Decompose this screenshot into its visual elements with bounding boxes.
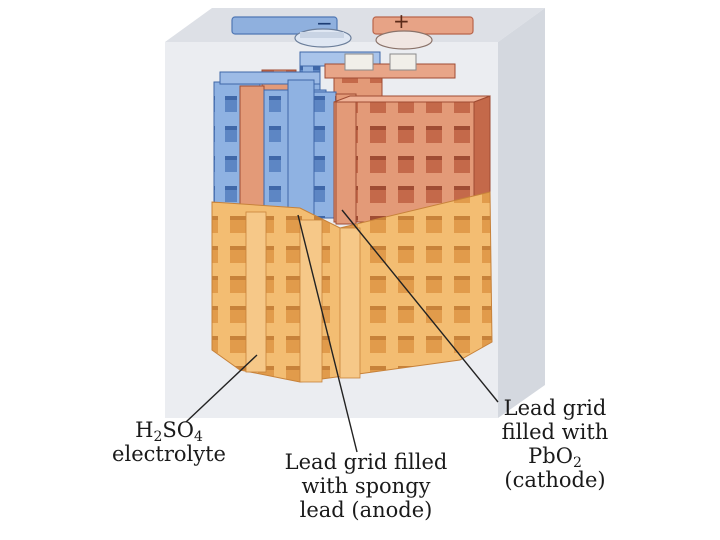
electrolyte-label: H2SO4 electrolyte [108,418,230,466]
anode-label: Lead grid filled with spongy lead (anode… [276,450,456,522]
negative-terminal [231,16,352,48]
plate-stack [213,51,491,225]
electrolyte-region [211,191,493,383]
electrolyte-leader-line [185,354,258,423]
electrolyte-text: electrolyte [112,442,226,466]
positive-terminal-sign: + [393,9,410,33]
negative-terminal-sign: − [316,11,333,35]
cathode-leader-line [341,209,499,403]
cathode-label: Lead grid filled with PbO2 (cathode) [490,396,620,492]
cathode-line-1: Lead grid [503,396,607,420]
electrolyte-formula: H2SO4 [135,418,203,445]
anode-line-3: lead (anode) [299,498,433,522]
leader-lines [185,209,499,453]
cathode-formula: PbO2 [528,444,582,471]
positive-terminal [372,16,474,50]
cathode-line-2: filled with [501,420,609,444]
anode-line-2: with spongy [301,474,431,498]
anode-leader-line [297,214,358,453]
anode-line-1: Lead grid filled [284,450,448,474]
cathode-line-4: (cathode) [504,468,606,492]
